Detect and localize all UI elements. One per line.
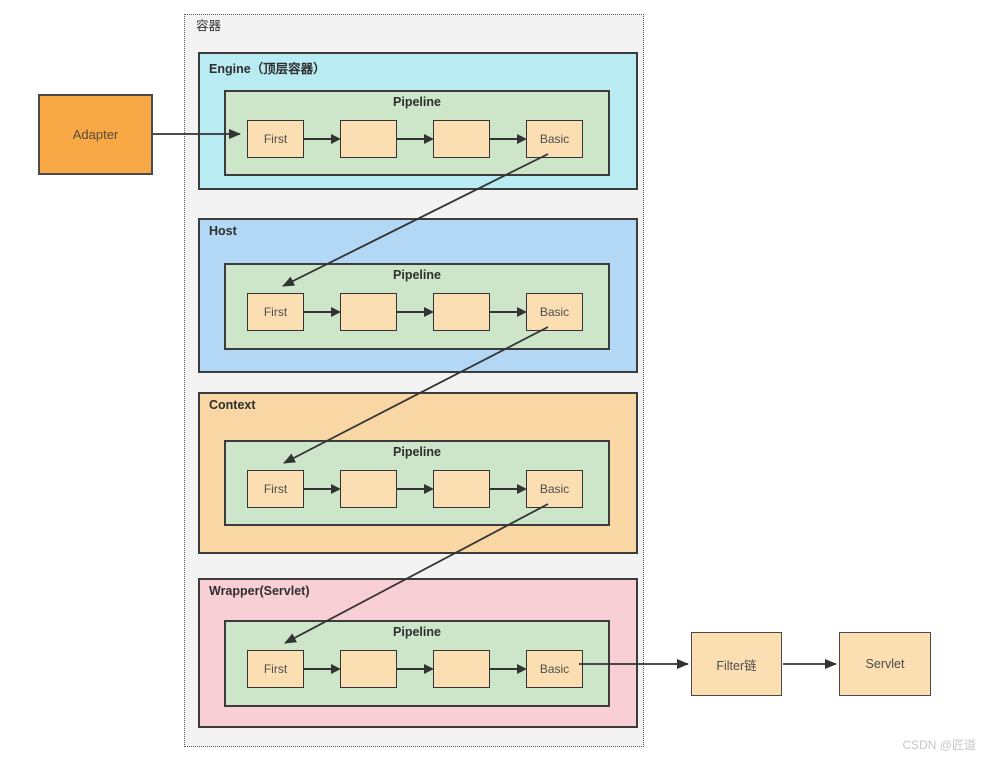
arrow-right-icon: [304, 650, 340, 688]
engine-pipeline: Pipeline First Basic: [224, 90, 610, 176]
filter-chain-label: Filter链: [716, 658, 757, 673]
servlet-box: Servlet: [839, 632, 931, 696]
engine-valve-3: [433, 120, 490, 158]
watermark: CSDN @匠道: [902, 738, 976, 752]
arrow-right-icon: [490, 650, 526, 688]
arrow-right-icon: [304, 470, 340, 508]
host-valve-row: First Basic: [247, 293, 583, 331]
context-valve-row: First Basic: [247, 470, 583, 508]
wrapper-valve-3: [433, 650, 490, 688]
arrow-right-icon: [397, 650, 433, 688]
engine-section-label: Engine（顶层容器）: [209, 62, 326, 76]
arrow-right-icon: [304, 293, 340, 331]
context-valve-first: First: [247, 470, 304, 508]
engine-section: Engine（顶层容器） Pipeline First Basic: [198, 52, 638, 190]
filter-chain-box: Filter链: [691, 632, 782, 696]
context-section-label: Context: [209, 398, 256, 412]
wrapper-valve-basic: Basic: [526, 650, 583, 688]
arrow-right-icon: [490, 470, 526, 508]
engine-valve-first: First: [247, 120, 304, 158]
arrow-right-icon: [490, 293, 526, 331]
container-label: 容器: [196, 19, 222, 33]
context-valve-2: [340, 470, 397, 508]
context-pipeline: Pipeline First Basic: [224, 440, 610, 526]
wrapper-valve-2: [340, 650, 397, 688]
engine-pipeline-label: Pipeline: [393, 95, 441, 109]
host-valve-2: [340, 293, 397, 331]
arrow-right-icon: [490, 120, 526, 158]
wrapper-valve-row: First Basic: [247, 650, 583, 688]
host-valve-3: [433, 293, 490, 331]
engine-valve-basic: Basic: [526, 120, 583, 158]
host-valve-first: First: [247, 293, 304, 331]
wrapper-section: Wrapper(Servlet) Pipeline First Basic: [198, 578, 638, 728]
engine-valve-row: First Basic: [247, 120, 583, 158]
engine-valve-2: [340, 120, 397, 158]
arrow-right-icon: [397, 293, 433, 331]
host-section-label: Host: [209, 224, 237, 238]
wrapper-pipeline-label: Pipeline: [393, 625, 441, 639]
arrow-right-icon: [397, 470, 433, 508]
adapter-label: Adapter: [72, 127, 119, 142]
context-pipeline-label: Pipeline: [393, 445, 441, 459]
context-valve-basic: Basic: [526, 470, 583, 508]
host-valve-basic: Basic: [526, 293, 583, 331]
adapter-box: Adapter: [38, 94, 153, 175]
host-pipeline-label: Pipeline: [393, 268, 441, 282]
wrapper-valve-first: First: [247, 650, 304, 688]
wrapper-pipeline: Pipeline First Basic: [224, 620, 610, 707]
container-box: 容器 Engine（顶层容器） Pipeline First Basic Hos…: [184, 14, 644, 747]
context-section: Context Pipeline First Basic: [198, 392, 638, 554]
arrow-right-icon: [304, 120, 340, 158]
context-valve-3: [433, 470, 490, 508]
servlet-label: Servlet: [865, 657, 905, 671]
arrow-right-icon: [397, 120, 433, 158]
host-section: Host Pipeline First Basic: [198, 218, 638, 373]
wrapper-section-label: Wrapper(Servlet): [209, 584, 310, 598]
host-pipeline: Pipeline First Basic: [224, 263, 610, 350]
